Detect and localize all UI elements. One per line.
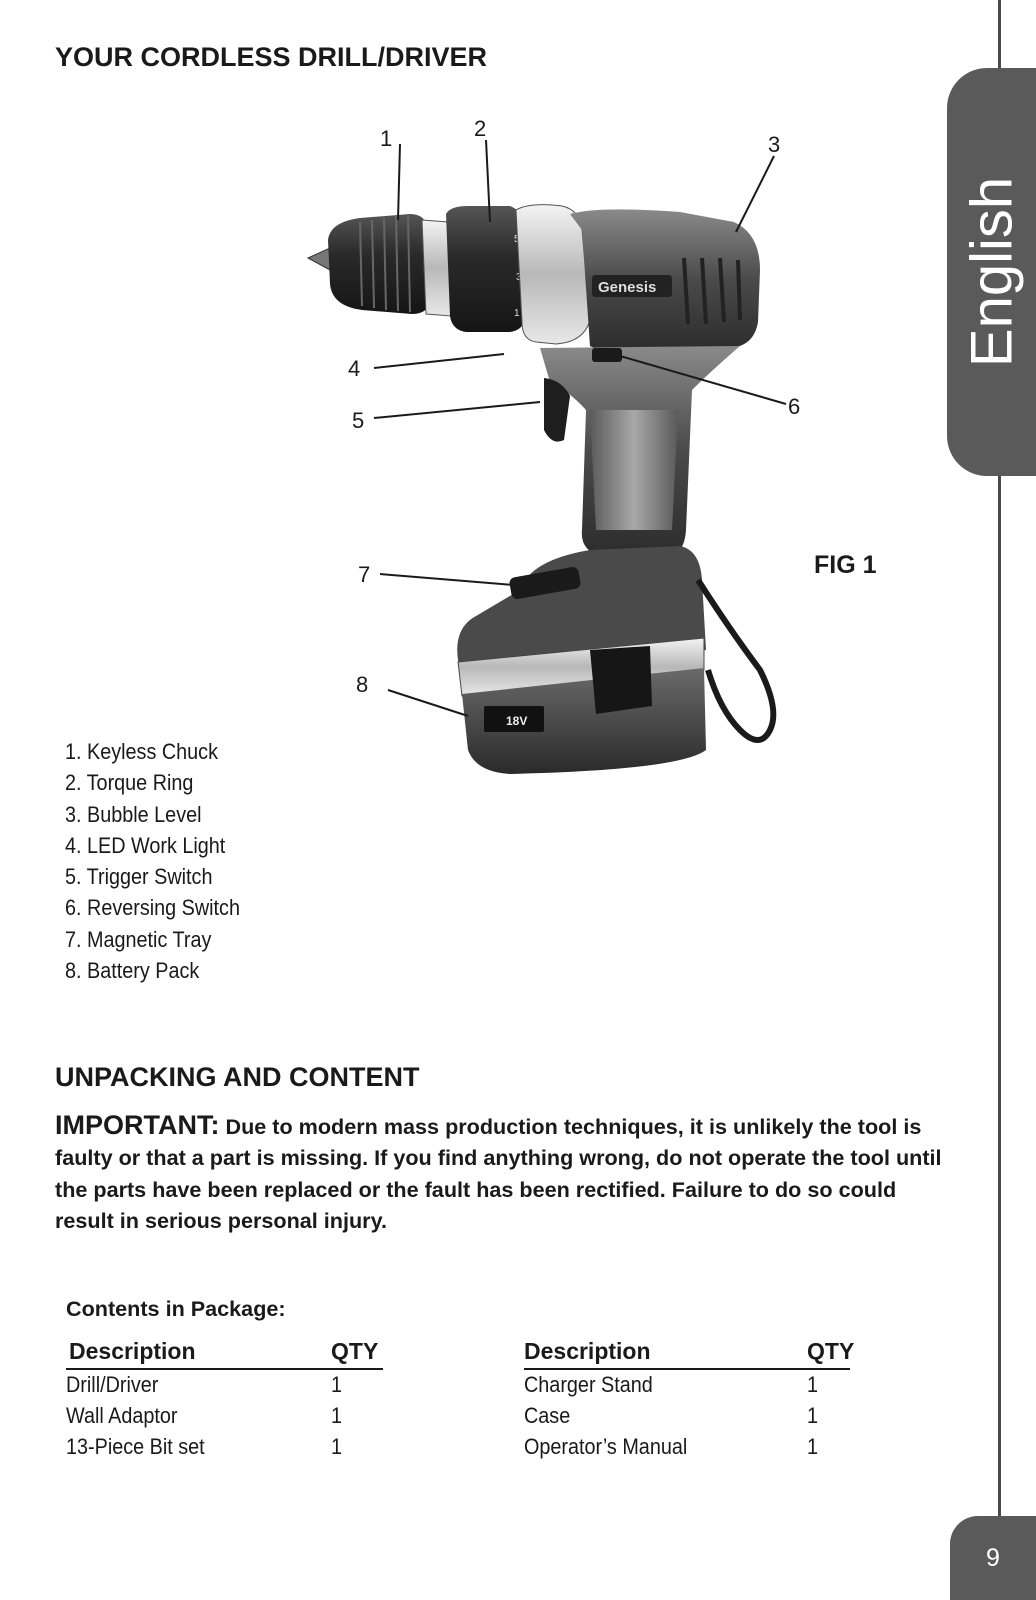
brand-logo: Genesis — [598, 279, 656, 296]
important-notice: IMPORTANT: Due to modern mass production… — [55, 1110, 955, 1236]
parts-list-item: 7. Magnetic Tray — [65, 926, 212, 952]
table-cell: 1 — [807, 1372, 819, 1397]
torque-ring — [446, 206, 526, 332]
table-header-underline — [66, 1368, 383, 1370]
parts-list-item: 5. Trigger Switch — [65, 864, 213, 890]
callout-2: 2 — [474, 116, 486, 141]
callout-8: 8 — [356, 672, 368, 697]
trigger — [544, 378, 570, 442]
parts-list-item: 8. Battery Pack — [65, 958, 200, 984]
table-header-description: Description — [69, 1338, 196, 1364]
figure-label: FIG 1 — [814, 551, 877, 579]
callout-7: 7 — [358, 562, 370, 587]
table-cell: Case — [524, 1403, 571, 1428]
table-header-underline — [524, 1368, 850, 1370]
language-tab-label: English — [959, 176, 1024, 368]
table-cell: 13-Piece Bit set — [66, 1434, 205, 1459]
table-cell: 1 — [331, 1434, 343, 1459]
contents-table: Description QTY Description QTY Drill/Dr… — [66, 1338, 866, 1459]
parts-list-item: 1. Keyless Chuck — [65, 739, 218, 764]
section-title-unpacking: UNPACKING AND CONTENT — [55, 1062, 420, 1092]
parts-list-item: 2. Torque Ring — [65, 770, 194, 796]
table-cell: Drill/Driver — [66, 1372, 159, 1397]
keyless-chuck — [328, 214, 432, 314]
page-number: 9 — [986, 1544, 1000, 1572]
drill-bit — [306, 247, 331, 271]
parts-list-item: 6. Reversing Switch — [65, 895, 240, 921]
table-header-description: Description — [524, 1338, 651, 1364]
magnetic-tray — [509, 567, 581, 599]
table-cell: 1 — [331, 1372, 343, 1397]
contents-title: Contents in Package: — [66, 1296, 286, 1321]
page-number-tab: 9 — [950, 1516, 1036, 1600]
section-title-drill: YOUR CORDLESS DRILL/DRIVER — [55, 42, 488, 72]
callout-4: 4 — [348, 356, 360, 381]
important-text: Due to modern mass production techniques… — [55, 1114, 942, 1233]
table-header-qty: QTY — [331, 1338, 379, 1364]
callout-3: 3 — [768, 132, 780, 157]
brand-plate — [592, 275, 672, 297]
callout-5: 5 — [352, 408, 364, 433]
language-tab: English — [947, 68, 1036, 476]
handle-grip — [590, 410, 678, 530]
table-cell: 1 — [807, 1403, 819, 1428]
parts-list-item: 3. Bubble Level — [65, 801, 202, 827]
important-label: IMPORTANT: — [55, 1110, 220, 1140]
battery-voltage-text: 18V — [506, 714, 527, 728]
table-cell: Wall Adaptor — [66, 1403, 178, 1428]
table-cell: Charger Stand — [524, 1372, 653, 1397]
callout-1: 1 — [380, 126, 392, 151]
battery-label-plate — [484, 706, 544, 732]
parts-list-item: 4. LED Work Light — [65, 832, 226, 858]
table-cell: Operator’s Manual — [524, 1434, 688, 1459]
battery-top — [457, 546, 706, 670]
table-cell: 1 — [331, 1403, 343, 1428]
reversing-switch — [592, 348, 622, 362]
wrist-strap — [695, 578, 777, 743]
drill-figure: 5 3 1 Genesis 18V 1 2 3 4 5 6 7 — [306, 116, 800, 774]
table-cell: 1 — [807, 1434, 819, 1459]
svg-text:1: 1 — [514, 308, 520, 319]
margin-divider-line — [998, 0, 1001, 1600]
svg-text:3: 3 — [516, 272, 522, 283]
callout-6: 6 — [788, 394, 800, 419]
svg-text:5: 5 — [514, 234, 520, 245]
table-header-qty: QTY — [807, 1338, 855, 1364]
parts-list: 1. Keyless Chuck 2. Torque Ring 3. Bubbl… — [65, 736, 259, 986]
battery-release — [590, 646, 652, 714]
